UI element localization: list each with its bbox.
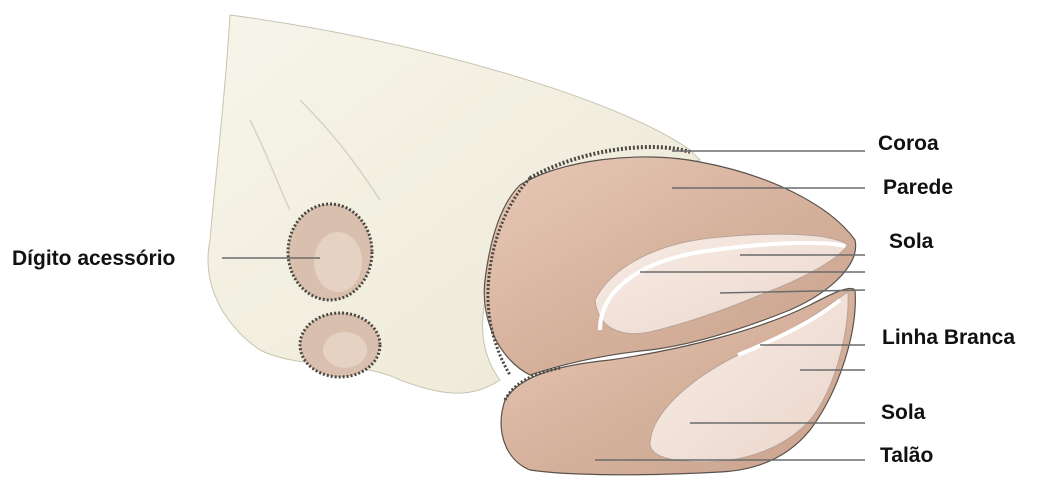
lower-dewclaw-inner	[323, 332, 367, 368]
label-coroa: Coroa	[878, 133, 939, 154]
label-linha-branca: Linha Branca	[882, 327, 1015, 348]
label-digito-acessorio: Dígito acessório	[12, 248, 175, 269]
label-parede: Parede	[883, 177, 953, 198]
label-sola-top: Sola	[889, 231, 933, 252]
label-sola-bottom: Sola	[881, 402, 925, 423]
label-talao: Talão	[880, 445, 933, 466]
upper-dewclaw-inner	[314, 232, 362, 292]
